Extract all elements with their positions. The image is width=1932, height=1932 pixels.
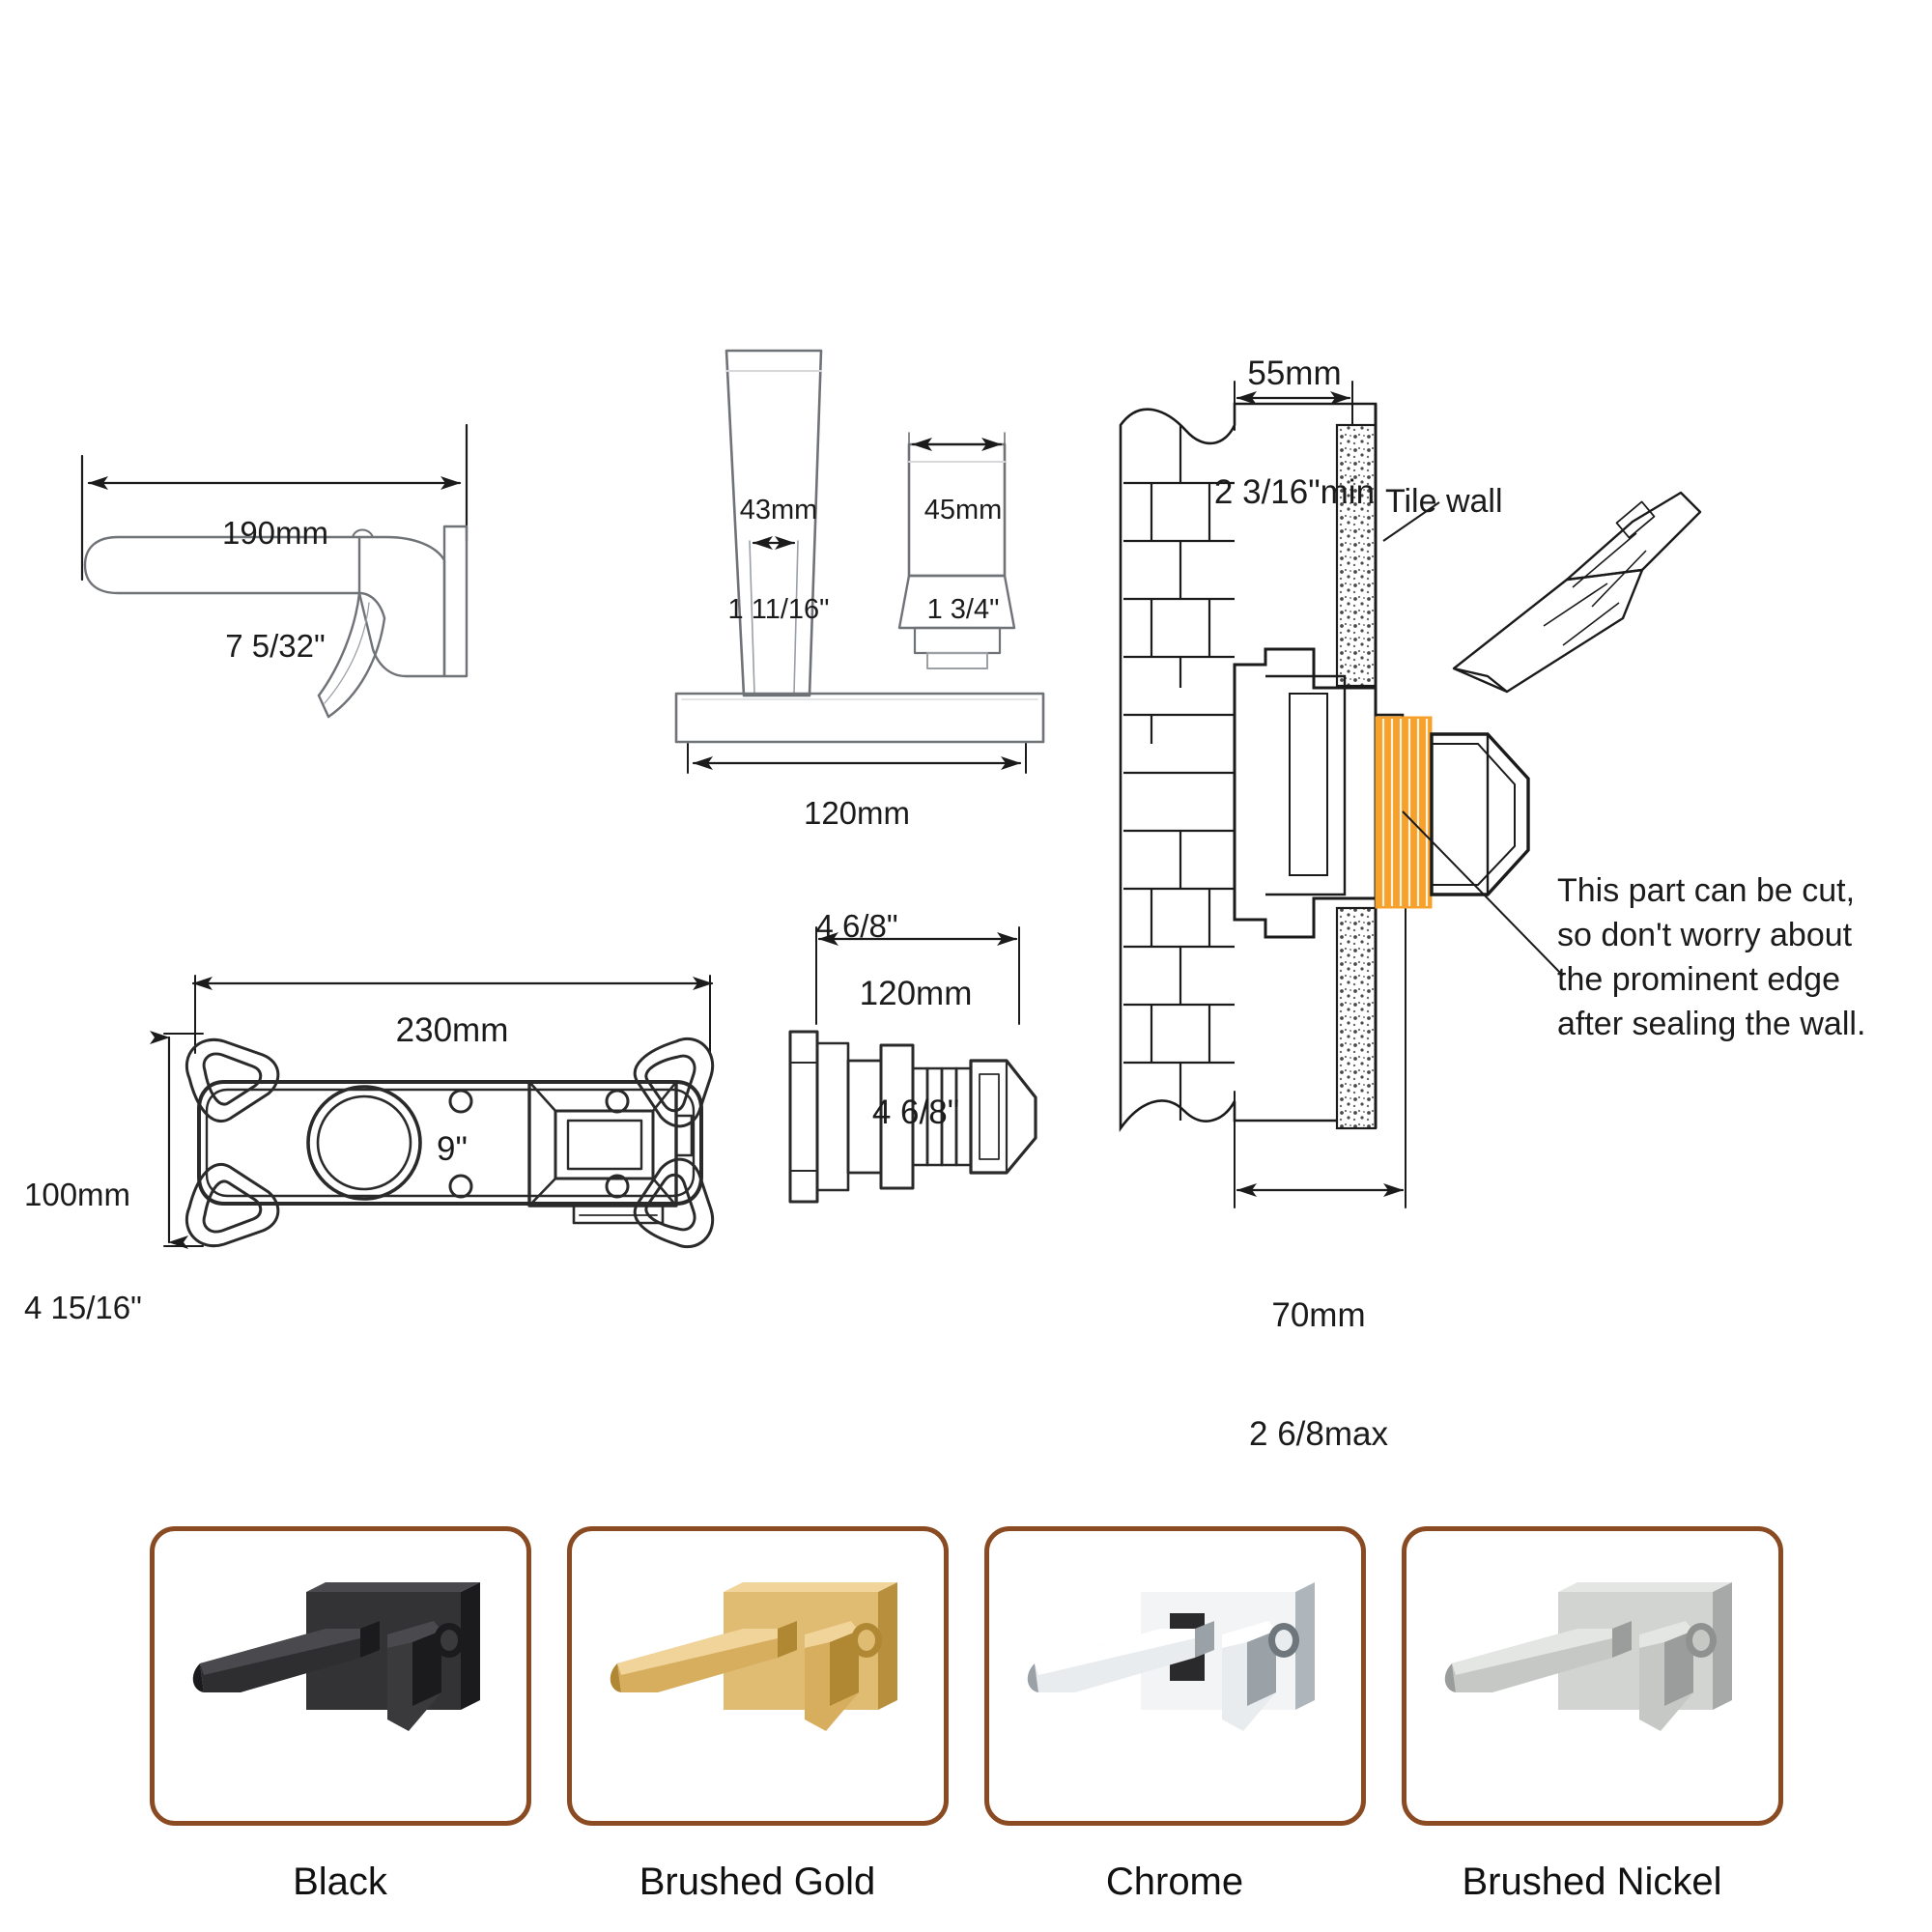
protruding-valve-nose <box>1430 732 1530 896</box>
finish-options-row: Black <box>0 1526 1932 1932</box>
dimension-bracket-height: 100mm 4 15/16" <box>24 1176 142 1325</box>
label-tile-wall: Tile wall <box>1385 483 1503 520</box>
brick-wall <box>1119 402 1378 1133</box>
utility-knife-icon <box>1452 491 1702 694</box>
finish-option-black[interactable]: Black <box>147 1526 533 1904</box>
dimension-handle-width: 45mm 1 3/4" <box>923 495 1003 626</box>
finish-image-black[interactable] <box>149 1526 531 1826</box>
dimension-min-depth: 55mm 2 3/16"min <box>1213 354 1376 512</box>
finish-label-black: Black <box>293 1861 387 1903</box>
faucet-render-brushed-nickel <box>1444 1582 1732 1731</box>
finish-label-brushed-nickel: Brushed Nickel <box>1462 1861 1722 1903</box>
view-front-elevation <box>674 349 1045 774</box>
view-mount-plate <box>150 975 715 1249</box>
finish-label-chrome: Chrome <box>1105 1861 1244 1903</box>
finish-label-brushed-gold: Brushed Gold <box>639 1861 876 1903</box>
view-valve-side <box>788 926 1037 1204</box>
finish-image-chrome[interactable] <box>983 1526 1366 1826</box>
leader-lines <box>1382 501 1564 977</box>
faucet-render-brushed-gold <box>610 1582 897 1731</box>
faucet-render-chrome <box>1027 1582 1315 1731</box>
dimension-valve-length: 120mm 4 6/8" <box>859 974 973 1132</box>
view-side-profile <box>80 423 469 719</box>
dimension-max-depth: 70mm 2 6/8max <box>1249 1295 1388 1454</box>
dimension-bracket-width: 230mm 9" <box>395 1010 509 1169</box>
finish-image-brushed-nickel[interactable] <box>1401 1526 1783 1826</box>
finish-option-brushed-gold[interactable]: Brushed Gold <box>564 1526 951 1904</box>
dimension-spout-width: 43mm 1 11/16" <box>727 495 830 626</box>
finish-option-brushed-nickel[interactable]: Brushed Nickel <box>1399 1526 1785 1904</box>
dimension-spout-projection: 190mm 7 5/32" <box>221 514 329 664</box>
finish-option-chrome[interactable]: Chrome <box>981 1526 1368 1904</box>
finish-image-brushed-gold[interactable] <box>566 1526 949 1826</box>
dimension-plate-width: 120mm 4 6/8" <box>803 794 911 944</box>
callout-cuttable-part: This part can be cut, so don't worry abo… <box>1557 872 1866 1042</box>
faucet-render-black <box>192 1582 480 1731</box>
